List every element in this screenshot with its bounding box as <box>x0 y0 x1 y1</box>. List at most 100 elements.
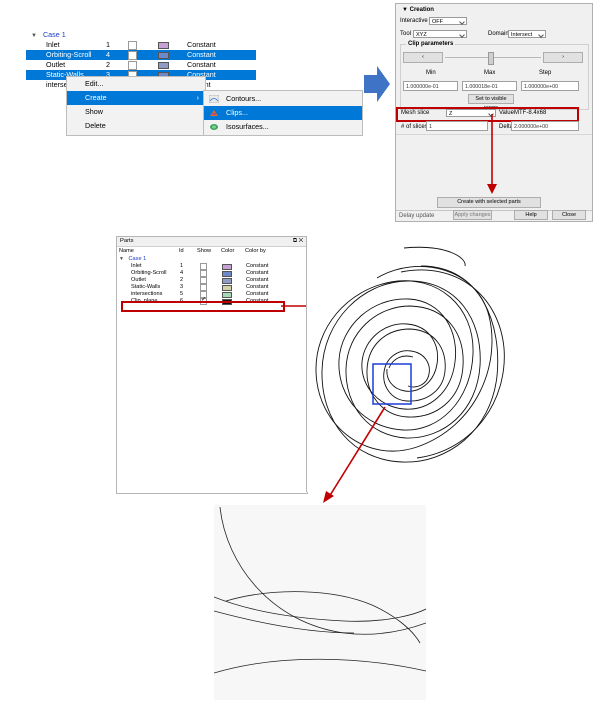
color-swatch[interactable] <box>222 285 232 291</box>
part-id: 4 <box>180 270 184 276</box>
slices-label: # of slices <box>401 124 428 130</box>
interactive-label: Interactive <box>400 18 428 24</box>
delay-update-label[interactable]: Delay update <box>399 213 435 219</box>
collapse-chevron-icon: ▼ <box>402 7 408 13</box>
slider-right-button[interactable]: › <box>543 52 583 63</box>
domain-select[interactable]: Intersect <box>508 30 546 38</box>
zoom-region-box <box>372 363 412 405</box>
color-swatch[interactable] <box>158 42 169 49</box>
delta-input[interactable]: 2.000000e+00 <box>511 121 579 131</box>
show-checkbox[interactable] <box>200 277 207 284</box>
slider-left-button[interactable]: ‹ <box>403 52 443 63</box>
graphics-viewport[interactable] <box>306 236 512 492</box>
create-with-selected-parts-button[interactable]: Create with selected parts <box>437 197 541 208</box>
menu-delete[interactable]: Delete <box>85 121 106 130</box>
column-name[interactable]: Name <box>119 248 134 254</box>
part-id: 1 <box>180 263 184 269</box>
create-submenu: Contours... Clips... Isosurfaces... <box>203 90 363 136</box>
part-id: 2 <box>180 277 184 283</box>
scroll-clip-geometry <box>315 246 505 463</box>
collapse-chevron-icon[interactable]: ▼ <box>119 256 124 262</box>
set-visible-range-button[interactable]: Set to visible range <box>468 94 514 111</box>
tree-row[interactable]: Outlet 2 Constant <box>26 60 256 70</box>
parts-row[interactable]: Outlet 2 Constant <box>117 277 305 284</box>
red-arrow-icon <box>487 114 497 194</box>
divider <box>396 134 592 135</box>
checkmark-icon: ✓ <box>201 297 207 303</box>
tool-select[interactable]: XYZ <box>413 30 467 38</box>
tree-root[interactable]: ▼ Case 1 <box>119 256 147 262</box>
part-name: intersec <box>46 80 72 89</box>
parts-title: Parts <box>120 238 134 244</box>
show-checkbox[interactable] <box>128 61 137 70</box>
tool-label: Tool <box>400 31 412 37</box>
column-id[interactable]: Id <box>179 248 184 254</box>
show-checkbox[interactable] <box>200 291 207 298</box>
interactive-select[interactable]: OFF <box>429 17 467 25</box>
slider-thumb[interactable] <box>488 52 494 65</box>
value-field[interactable]: MTF-8.4x68 <box>514 110 547 116</box>
zoomed-geometry <box>213 506 427 674</box>
step-input[interactable]: 1.000000e+00 <box>521 81 579 91</box>
show-checkbox[interactable] <box>200 263 207 270</box>
show-checkbox[interactable] <box>128 41 137 50</box>
show-checkbox[interactable] <box>128 51 137 60</box>
isosurfaces-icon <box>210 124 218 130</box>
part-id: 2 <box>106 60 110 69</box>
submenu-clips[interactable]: Clips... <box>204 106 362 120</box>
part-id: 3 <box>180 284 184 290</box>
part-name: Inlet <box>131 263 142 269</box>
menu-edit[interactable]: Edit... <box>85 79 104 88</box>
menu-create[interactable]: Create › <box>67 91 205 105</box>
divider <box>396 210 592 211</box>
color-swatch[interactable] <box>158 52 169 59</box>
part-name: Orbiting-Scroll <box>131 270 167 276</box>
column-show[interactable]: Show <box>197 248 211 254</box>
slices-input[interactable]: 1 <box>426 121 488 131</box>
clips-icon <box>210 110 218 116</box>
submenu-arrow-icon: › <box>196 93 199 102</box>
menu-show[interactable]: Show <box>85 107 103 116</box>
show-checkbox[interactable] <box>200 284 207 291</box>
color-swatch[interactable] <box>222 264 232 270</box>
color-by: Constant <box>246 277 269 283</box>
part-name: Outlet <box>131 277 146 283</box>
submenu-isosurfaces[interactable]: Isosurfaces... <box>204 120 362 134</box>
parts-row[interactable]: Inlet 1 Constant <box>117 263 305 270</box>
apply-changes-button[interactable]: Apply changes <box>453 210 492 220</box>
help-button[interactable]: Help <box>514 210 548 220</box>
mesh-slice-label: Mesh slice <box>401 110 430 116</box>
column-color-by[interactable]: Color by <box>245 248 266 254</box>
color-by: Constant <box>246 263 269 269</box>
column-color[interactable]: Color <box>221 248 235 254</box>
creation-header[interactable]: ▼ Creation <box>402 7 434 13</box>
min-input[interactable]: 1.000000e-01 <box>403 81 458 91</box>
dock-close-icon[interactable]: ⧉ ✕ <box>292 238 303 244</box>
show-checkbox[interactable] <box>200 270 207 277</box>
clip-params-title: Clip parameters <box>406 41 456 47</box>
collapse-chevron-icon[interactable]: ▼ <box>31 33 37 39</box>
color-swatch[interactable] <box>222 271 232 277</box>
tree-root[interactable]: ▼ Case 1 <box>31 30 66 39</box>
color-by: Constant <box>187 50 216 59</box>
color-by: Constant <box>187 70 216 79</box>
parts-panel: Parts ⧉ ✕ Name Id Show Color Color by ▼ … <box>116 236 308 494</box>
part-name: Outlet <box>46 60 66 69</box>
color-by: Constant <box>187 60 216 69</box>
color-swatch[interactable] <box>222 292 232 298</box>
max-input[interactable]: 1.000018e-01 <box>462 81 517 91</box>
mesh-slice-select[interactable]: Z <box>446 109 496 117</box>
clip-dialog: ▼ Creation Interactive OFF Tool XYZ Doma… <box>395 3 593 222</box>
color-swatch[interactable] <box>158 62 169 69</box>
part-name: Static-Walls <box>46 70 84 79</box>
close-button[interactable]: Close <box>552 210 586 220</box>
color-swatch[interactable] <box>222 278 232 284</box>
color-by: Constant <box>246 291 269 297</box>
submenu-contours[interactable]: Contours... <box>204 92 362 106</box>
